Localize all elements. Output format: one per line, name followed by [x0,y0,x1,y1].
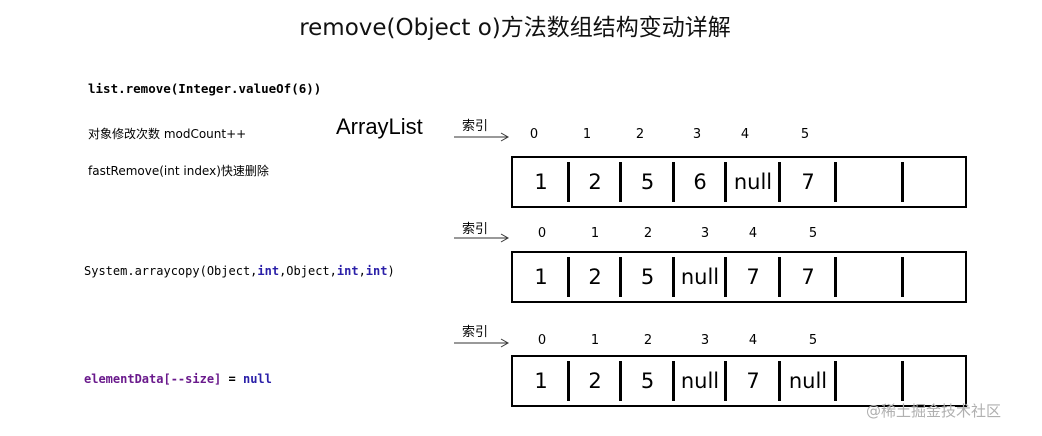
arraycopy-mid-2: , [358,264,366,278]
array-cell: 7 [746,265,760,289]
cell-divider [567,361,570,401]
index-number: 0 [537,333,547,348]
index-number: 5 [800,127,810,142]
arraycopy-keyword-3: int [365,264,388,278]
index-number: 3 [700,333,710,348]
cell-divider [619,162,622,202]
cell-divider [901,257,904,297]
cell-divider [834,162,837,202]
index-number: 0 [529,127,539,142]
null-assign-operator: = [221,372,243,386]
index-number: 1 [590,333,600,348]
arraycopy-keyword-2: int [336,264,359,278]
cell-divider [778,361,781,401]
index-arrow-2 [454,233,510,243]
array-cell: 1 [534,369,548,393]
array-box: 1 2 5 null 7 null [511,355,967,407]
null-assign-field: elementData[--size] [84,372,222,386]
cell-divider [619,257,622,297]
arraylist-label: ArrayList [336,114,423,139]
cell-divider [901,162,904,202]
array-cell [903,158,969,206]
array-cell: null [680,265,720,289]
index-number: 2 [635,127,645,142]
array-cell: 5 [640,369,655,393]
arraycopy-prefix: System.arraycopy(Object, [84,264,258,278]
cell-divider [778,257,781,297]
array-cell: null [788,369,828,393]
cell-divider [672,162,675,202]
cell-divider [724,361,727,401]
array-cell: null [680,369,720,393]
array-cell: 5 [640,265,655,289]
cell-divider [778,162,781,202]
index-number: 2 [643,226,653,241]
index-number: 1 [582,127,592,142]
page-title: remove(Object o)方法数组结构变动详解 [299,15,731,41]
null-assign-keyword: null [242,372,272,386]
index-number: 1 [590,226,600,241]
cell-divider [901,361,904,401]
arraycopy-code: System.arraycopy(Object,int,Object,int,i… [84,264,395,278]
modcount-note: 对象修改次数 modCount++ [88,127,247,141]
index-arrow-1 [454,132,510,142]
fastremove-note: fastRemove(int index)快速删除 [88,164,269,178]
array-cell [836,357,903,405]
array-cell: 2 [588,170,602,194]
cell-divider [672,257,675,297]
remove-call-code: list.remove(Integer.valueOf(6)) [88,81,322,96]
cell-divider [619,361,622,401]
cell-divider [724,162,727,202]
index-label: 索引 [462,325,489,340]
array-cell: 7 [801,265,815,289]
array-cell: null [733,170,773,194]
index-number: 4 [748,226,758,241]
array-cell: 1 [534,265,548,289]
index-label: 索引 [462,119,489,134]
cell-divider [834,361,837,401]
index-number: 0 [537,226,547,241]
array-cell: 2 [588,369,602,393]
index-number: 3 [700,226,710,241]
cell-divider [567,162,570,202]
index-label: 索引 [462,222,489,237]
array-box: 1 2 5 6 null 7 [511,156,967,208]
cell-divider [672,361,675,401]
index-number: 5 [808,226,818,241]
index-number: 3 [692,127,702,142]
array-box: 1 2 5 null 7 7 [511,251,967,303]
cell-divider [724,257,727,297]
index-number: 4 [748,333,758,348]
array-cell [903,253,969,301]
index-number: 5 [808,333,818,348]
array-cell [836,158,903,206]
array-cell: 1 [534,170,548,194]
array-cell: 7 [746,369,760,393]
index-number: 4 [740,127,750,142]
arraycopy-suffix: ) [387,264,395,278]
watermark: @稀土掘金技术社区 [866,402,1002,420]
arraycopy-mid-1: ,Object, [279,264,337,278]
array-cell [836,253,903,301]
array-cell: 7 [801,170,815,194]
array-cell: 2 [588,265,602,289]
array-cell: 6 [693,170,707,194]
index-number: 2 [643,333,653,348]
array-cell [903,357,969,405]
array-cell: 5 [640,170,655,194]
null-assign-code: elementData[--size] = null [84,372,272,386]
cell-divider [567,257,570,297]
cell-divider [834,257,837,297]
arraycopy-keyword-1: int [257,264,280,278]
index-arrow-3 [454,338,510,348]
